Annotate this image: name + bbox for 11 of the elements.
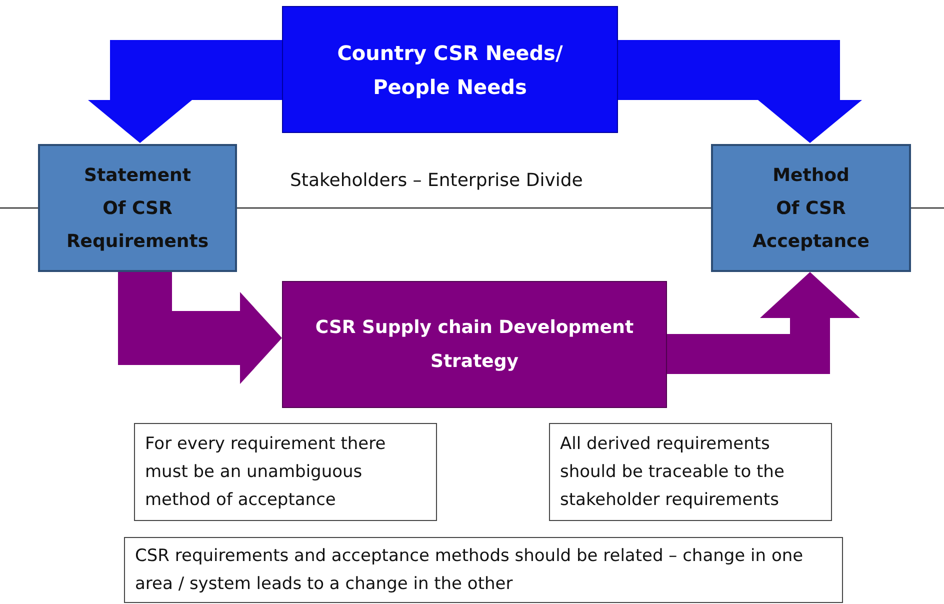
note-box: All derived requirements should be traceable to the stakeholder requirements <box>549 423 832 521</box>
block-arrow <box>88 40 282 143</box>
block-arrow <box>618 40 862 143</box>
note-box: CSR requirements and acceptance methods should be related – change in one area / system leads to a change in the other <box>124 537 843 603</box>
strategy-box: CSR Supply chain Development Strategy <box>282 281 667 408</box>
process-box: Method Of CSR Acceptance <box>711 144 911 272</box>
note-box: For every requirement there must be an unambiguous method of acceptance <box>134 423 437 521</box>
block-arrow <box>118 272 282 384</box>
needs-box: Country CSR Needs/ People Needs <box>282 6 618 133</box>
divider-label: Stakeholders – Enterprise Divide <box>290 170 583 191</box>
process-box: Statement Of CSR Requirements <box>38 144 237 272</box>
